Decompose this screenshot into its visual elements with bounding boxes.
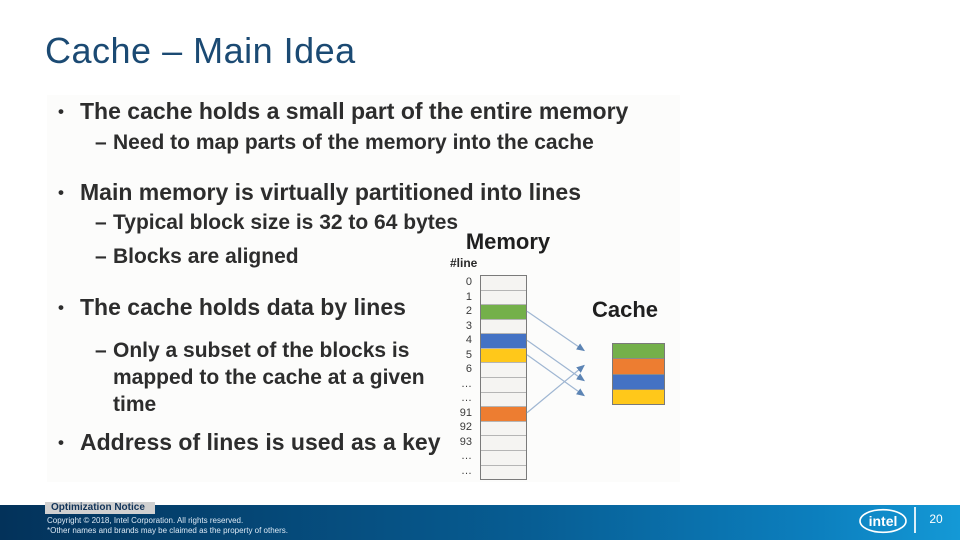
cache-slot	[613, 359, 664, 375]
sub-bullet-item: – Only a subset of the blocks is mapped …	[95, 337, 445, 418]
intel-logo-text: intel	[869, 513, 898, 529]
memory-table	[480, 275, 527, 480]
optimization-notice-badge: Optimization Notice	[45, 502, 155, 514]
memory-row	[481, 291, 526, 306]
memory-row	[481, 393, 526, 408]
memory-row-label: 0	[465, 276, 472, 289]
memory-row-label: 1	[465, 290, 472, 303]
cache-slot	[613, 374, 664, 390]
memory-row-label: 2	[465, 305, 472, 318]
memory-row	[481, 422, 526, 437]
intel-logo: intel	[859, 508, 907, 534]
bullet-text: Typical block size is 32 to 64 bytes	[113, 211, 459, 234]
footer-separator	[914, 507, 916, 533]
memory-row	[481, 320, 526, 335]
memory-row	[481, 436, 526, 451]
memory-row	[481, 305, 526, 320]
page-title: Cache – Main Idea	[45, 30, 356, 71]
trademark-line: *Other names and brands may be claimed a…	[47, 526, 289, 535]
footer-bar	[0, 505, 960, 540]
memory-row-label: 92	[459, 421, 472, 434]
bullet-item: • Main memory is virtually partitioned i…	[58, 179, 581, 206]
dash-marker: –	[95, 245, 107, 268]
memory-row	[481, 407, 526, 422]
line-index-label: #line	[450, 256, 478, 270]
bullet-item: • The cache holds data by lines	[58, 294, 406, 321]
memory-row	[481, 348, 526, 364]
bullet-marker: •	[58, 102, 64, 121]
bullet-marker: •	[58, 298, 64, 317]
memory-row	[481, 378, 526, 393]
bullet-text: Address of lines is used as a key	[80, 429, 441, 455]
memory-row-label: 3	[465, 319, 472, 332]
memory-row-label: …	[461, 392, 472, 405]
bullet-text: Main memory is virtually partitioned int…	[80, 179, 581, 205]
bullet-text: The cache holds a small part of the enti…	[80, 98, 629, 124]
sub-bullet-item: – Blocks are aligned	[95, 245, 299, 269]
bullet-text: Need to map parts of the memory into the…	[113, 131, 594, 154]
bullet-marker: •	[58, 433, 64, 452]
cache-table	[612, 343, 665, 405]
cache-slot	[613, 344, 664, 360]
memory-row-label: 4	[465, 334, 472, 347]
cache-slot	[613, 389, 664, 404]
memory-row	[481, 466, 526, 480]
memory-row-label: 5	[465, 348, 472, 361]
memory-row	[481, 276, 526, 291]
memory-row	[481, 451, 526, 466]
dash-marker: –	[95, 211, 107, 234]
memory-row-label: …	[461, 450, 472, 463]
copyright-line: Copyright © 2018, Intel Corporation. All…	[47, 516, 244, 525]
slide-figure: • The cache holds a small part of the en…	[47, 95, 680, 482]
memory-title: Memory	[465, 229, 551, 254]
bullet-marker: •	[58, 183, 64, 202]
sub-bullet-item: – Typical block size is 32 to 64 bytes	[95, 211, 458, 235]
bullet-text: The cache holds data by lines	[80, 294, 406, 320]
dash-marker: –	[95, 131, 107, 154]
mapping-arrow	[526, 354, 585, 397]
cache-title: Cache	[591, 297, 659, 322]
bullet-item: • The cache holds a small part of the en…	[58, 98, 628, 125]
page-number: 20	[929, 512, 943, 526]
mapping-arrow	[526, 364, 585, 414]
mapping-arrow	[526, 339, 585, 382]
memory-row-label: …	[461, 464, 472, 477]
dash-marker: –	[95, 339, 107, 362]
memory-row-label: …	[461, 377, 472, 390]
memory-row	[481, 363, 526, 379]
memory-row	[481, 334, 526, 349]
memory-row-label: 6	[465, 363, 472, 376]
memory-row-label: 93	[459, 435, 472, 448]
bullet-text: Only a subset of the blocks is mapped to…	[113, 339, 425, 416]
bullet-text: Blocks are aligned	[113, 245, 299, 268]
memory-row-label: 91	[459, 406, 472, 419]
bullet-item: • Address of lines is used as a key	[58, 429, 441, 456]
sub-bullet-item: – Need to map parts of the memory into t…	[95, 131, 594, 155]
